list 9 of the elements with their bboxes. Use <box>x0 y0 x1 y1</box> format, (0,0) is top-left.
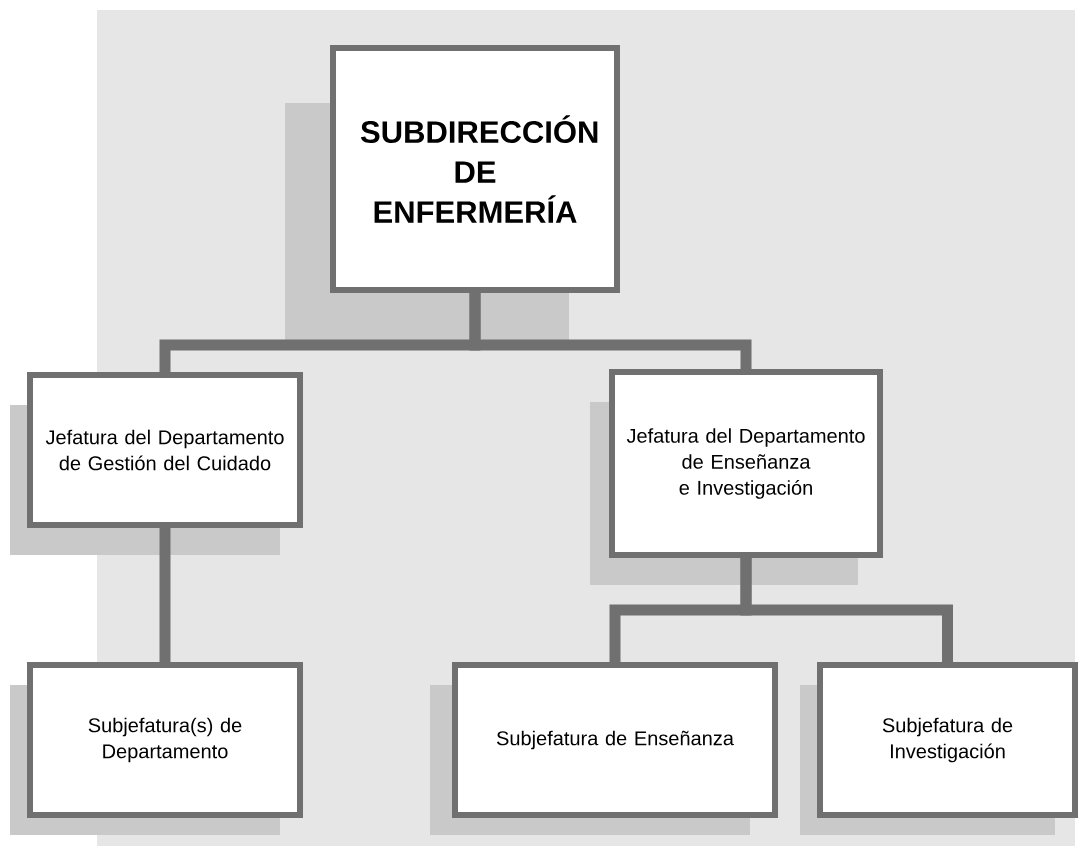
org-box: SUBDIRECCIÓN DE ENFERMERÍA <box>285 45 620 345</box>
org-box: Jefatura del Departamento de Enseñanza e Investigación <box>590 369 883 585</box>
org-box: Subjefatura(s) de Departamento <box>10 662 303 835</box>
connector-line <box>159 528 171 662</box>
org-box: Subjefatura de Enseñanza <box>430 662 778 835</box>
org-box: Jefatura del Departamento de Gestión del Cuidado <box>10 372 303 555</box>
connector-line <box>469 293 752 369</box>
connector-line <box>740 558 953 662</box>
org-box: Subjefatura de Investigación <box>800 662 1078 835</box>
